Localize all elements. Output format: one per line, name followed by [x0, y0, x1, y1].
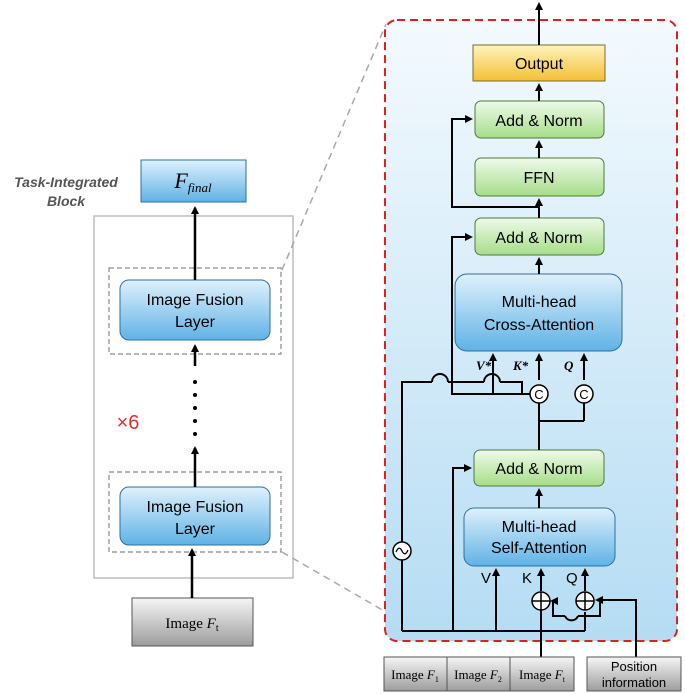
v-label: V [481, 570, 491, 587]
ffn-label: FFN [523, 170, 554, 187]
cross-attention-line1: Multi-head [502, 294, 577, 311]
right-panel: Output Add & Norm FFN Add & Norm Multi-h… [383, 2, 682, 692]
position-line2: information [602, 675, 666, 690]
add-node-q [575, 591, 595, 611]
svg-text:C: C [534, 387, 543, 402]
add-norm-top-label: Add & Norm [495, 113, 582, 130]
layer-bottom-line1: Image Fusion [147, 499, 244, 516]
zoom-guide-bottom [281, 551, 387, 613]
q2-label: Q [566, 570, 578, 587]
input-image-f2: Image F2 [446, 656, 511, 692]
self-attention-box [463, 507, 616, 567]
image-fusion-layer-top [119, 279, 271, 341]
zoom-guide-top [281, 23, 387, 271]
layer-top-line2: Layer [175, 314, 216, 331]
left-block: Task-Integrated Block Ffinal Image Fusio… [14, 23, 387, 647]
position-information-box: Position information [586, 656, 682, 692]
sine-node [392, 541, 412, 561]
add-node-k [531, 591, 551, 611]
input-image-f1: Image F1 [383, 656, 448, 692]
input-image-ft-label: Image Ft [165, 616, 218, 634]
svg-text:Image F1: Image F1 [391, 667, 439, 684]
svg-text:Image Ft: Image Ft [519, 667, 566, 684]
self-attention-line1: Multi-head [502, 519, 577, 536]
block-frame [93, 215, 294, 579]
cross-attention-line2: Cross-Attention [484, 317, 594, 334]
concat-node-q: C [574, 384, 594, 404]
repeat-dots [193, 380, 197, 436]
k-label: K [522, 570, 532, 587]
concat-node-k: C [529, 384, 549, 404]
add-norm-low-label: Add & Norm [495, 461, 582, 478]
q-label: Q [564, 358, 574, 373]
layer-top-line1: Image Fusion [147, 292, 244, 309]
block-title-line2: Block [47, 193, 86, 209]
self-attention-line2: Self-Attention [491, 540, 587, 557]
repeat-count-label: ×6 [117, 412, 140, 434]
left-arrows [188, 206, 199, 598]
position-line1: Position [611, 659, 657, 674]
output-box [472, 44, 606, 82]
block-title-line1: Task-Integrated [14, 174, 118, 190]
cross-attention-box [454, 273, 623, 352]
input-image-ft-right: Image Ft [509, 656, 575, 692]
k-star-label: K* [512, 358, 529, 373]
add-norm-mid-label: Add & Norm [495, 230, 582, 247]
svg-text:Image F2: Image F2 [454, 667, 502, 684]
svg-text:C: C [579, 387, 588, 402]
output-label: Output [515, 56, 564, 73]
f-final-box [140, 159, 247, 203]
layer-bottom-line2: Layer [175, 521, 216, 538]
v-star-label: V* [476, 358, 492, 373]
f-final-label: Ffinal [173, 168, 212, 195]
